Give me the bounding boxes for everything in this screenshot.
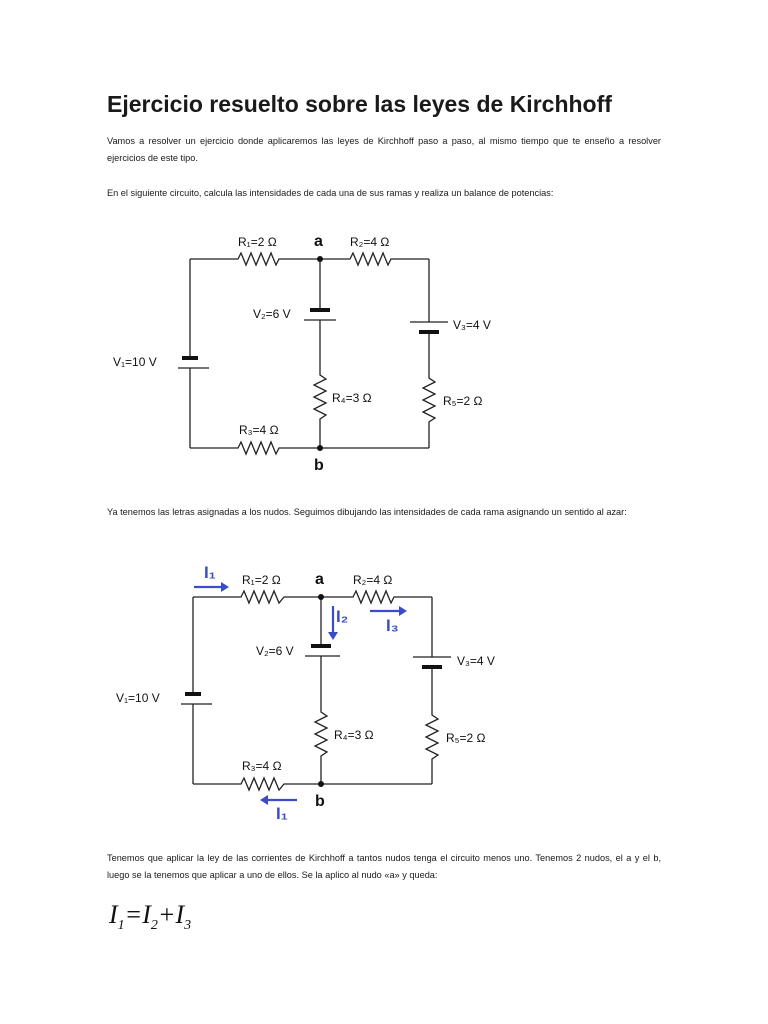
arrow-i3-head [399, 606, 407, 616]
r2-label-2: R₂=4 Ω [353, 573, 393, 587]
current-i3-label: I₃ [386, 616, 399, 635]
current-i1-top-label: I₁ [204, 563, 216, 582]
node-b-label: b [314, 457, 324, 474]
r3-label-2: R₃=4 Ω [242, 759, 282, 773]
r1-label-2: R₁=2 Ω [242, 573, 281, 587]
page-title: Ejercicio resuelto sobre las leyes de Ki… [107, 91, 612, 117]
current-i1-bottom-label: I₁ [276, 804, 288, 823]
v2-label: V₂=6 V [253, 307, 291, 321]
arrow-i1-bottom-head [260, 795, 268, 805]
v1-label: V₁=10 V [113, 355, 157, 369]
v2-label-2: V₂=6 V [256, 644, 294, 658]
nodes-paragraph: Ya tenemos las letras asignadas a los nu… [107, 507, 627, 517]
v1-label-2: V₁=10 V [116, 691, 160, 705]
r4-label: R₄=3 Ω [332, 391, 372, 405]
r5-label: R₅=2 Ω [443, 394, 483, 408]
v3-label: V₃=4 V [453, 318, 491, 332]
kcl-equation: I1=I2+I3 [109, 900, 192, 934]
task-paragraph: En el siguiente circuito, calcula las in… [107, 188, 554, 198]
arrow-i1-top-head [221, 582, 229, 592]
v3-label-2: V₃=4 V [457, 654, 495, 668]
r5-label-2: R₅=2 Ω [446, 731, 486, 745]
node-b-label-2: b [315, 793, 325, 810]
r4-label-2: R₄=3 Ω [334, 728, 374, 742]
intro-paragraph: Vamos a resolver un ejercicio donde apli… [107, 136, 661, 163]
kcl-paragraph: Tenemos que aplicar la ley de las corrie… [107, 853, 661, 880]
arrow-i2-head [328, 632, 338, 640]
r1-label: R₁=2 Ω [238, 235, 277, 249]
node-a-label: a [314, 233, 323, 250]
r2-label: R₂=4 Ω [350, 235, 390, 249]
current-arrows [194, 582, 407, 805]
node-a-label-2: a [315, 571, 324, 588]
current-i2-label: I₂ [336, 607, 349, 626]
r3-label: R₃=4 Ω [239, 423, 279, 437]
